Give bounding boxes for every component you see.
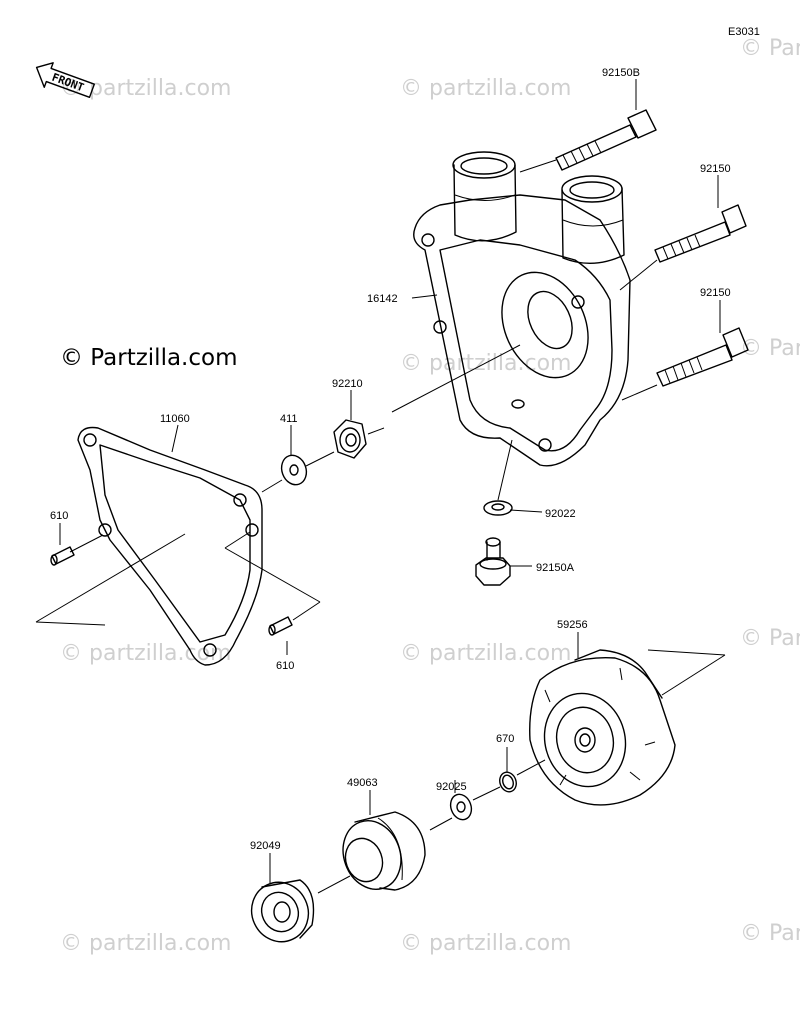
part-number-label[interactable]: 11060 [160, 413, 190, 425]
watermark-layer: © partzilla.com © partzilla.com © Par © … [60, 36, 800, 956]
part-number-label[interactable]: 49063 [347, 777, 378, 789]
diagram-code: E3031 [728, 26, 760, 38]
part-number-label[interactable]: 411 [280, 413, 298, 425]
part-number-label[interactable]: 59256 [557, 619, 588, 631]
watermark: © partzilla.com [60, 76, 231, 101]
bolt-92150-lower[interactable] [656, 327, 749, 387]
pump-cover-16142[interactable] [413, 151, 631, 467]
dowel-pin-610-left[interactable] [50, 546, 75, 566]
nut-92210[interactable] [333, 419, 367, 459]
part-number-label[interactable]: 92150 [700, 287, 731, 299]
part-number-label[interactable]: 92150 [700, 163, 731, 175]
washer-92022[interactable] [483, 500, 513, 516]
part-number-label[interactable]: 670 [496, 733, 514, 745]
part-number-label[interactable]: 16142 [367, 293, 398, 305]
washer-411[interactable] [278, 452, 311, 488]
watermark: © partzilla.com [400, 76, 571, 101]
part-number-label[interactable]: 610 [276, 660, 294, 672]
watermark: © partzilla.com [400, 931, 571, 956]
bolt-92150A[interactable] [475, 537, 511, 586]
housing-59256[interactable] [529, 649, 676, 806]
part-number-label[interactable]: 92210 [332, 378, 363, 390]
watermark: © Par [740, 921, 800, 946]
watermark: © partzilla.com [400, 641, 571, 666]
part-number-label[interactable]: 92022 [545, 508, 576, 520]
watermark: © partzilla.com [60, 641, 231, 666]
part-number-label[interactable]: 92049 [250, 840, 281, 852]
part-number-label[interactable]: 610 [50, 510, 68, 522]
part-number-label[interactable]: 92150B [602, 67, 640, 79]
bolt-92150-upper[interactable] [654, 204, 747, 263]
part-labels: 92150B 92150 92150 16142 92210 11060 411… [50, 67, 731, 852]
gasket-11060[interactable] [77, 426, 263, 666]
bolt-92150B[interactable] [555, 109, 657, 171]
part-number-label[interactable]: 92025 [436, 781, 467, 793]
dowel-pin-610-right[interactable] [268, 616, 293, 636]
part-number-label[interactable]: 92150A [536, 562, 575, 574]
leader-lines [35, 79, 726, 894]
bearing-92049[interactable] [242, 873, 318, 951]
mechanical-seal-49063[interactable] [334, 811, 426, 897]
watermark: © partzilla.com [60, 931, 231, 956]
washer-92025[interactable] [447, 791, 475, 822]
o-ring-670[interactable] [497, 770, 519, 794]
partzilla-watermark: © Partzilla.com [60, 345, 238, 371]
watermark: © Par [740, 36, 800, 61]
watermark: © Par [740, 336, 800, 361]
watermark: © Par [740, 626, 800, 651]
